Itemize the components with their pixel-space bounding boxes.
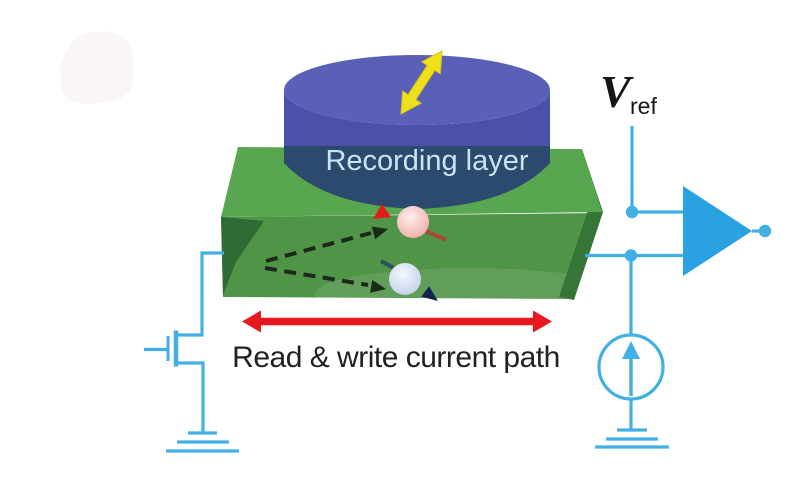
electron-path-up-arrowhead [371,226,388,240]
nmos-transistor-icon [144,330,205,433]
cylinder-side [284,90,550,146]
comparator-triangle-icon [683,186,752,276]
slab-left-face [221,217,264,295]
read-write-current-arrow-icon [242,310,552,333]
sense-node [624,249,638,262]
current-source-arrowhead [622,341,640,359]
comparator-output-node [758,224,772,238]
spin-down-electron [380,259,438,301]
recording-band [284,146,550,209]
electron-path-down [264,266,369,287]
vref-node [625,205,639,219]
vref-label: V ref [600,66,657,119]
recording-layer-cylinder: Recording layer [284,50,550,209]
wire-slab-to-transistor [176,251,224,337]
spin-down-arrowhead [421,286,438,301]
electron-path-down-arrowhead [370,280,386,293]
circuit-nodes [624,205,772,262]
current-source-icon [597,333,665,430]
electron-deflection-paths [264,231,372,287]
transistor-source-lead [176,361,205,433]
spin-down-sphere [389,263,421,295]
vref-symbol: V [600,66,634,117]
electron-path-arrowheads [370,226,388,293]
watermark-blob [60,31,134,104]
recording-layer-label: Recording layer [325,145,528,177]
vref-subscript: ref [630,93,657,119]
ground-icon-right [595,428,669,449]
magnetization-arrow-icon [400,50,443,115]
slab-front-face [221,213,602,299]
spin-up-electron [373,204,447,242]
ground-icon-left [166,431,239,453]
spin-up-sphere [397,206,429,238]
read-write-current-label: Read & write current path [232,341,560,374]
spin-up-arrowhead [373,204,391,219]
